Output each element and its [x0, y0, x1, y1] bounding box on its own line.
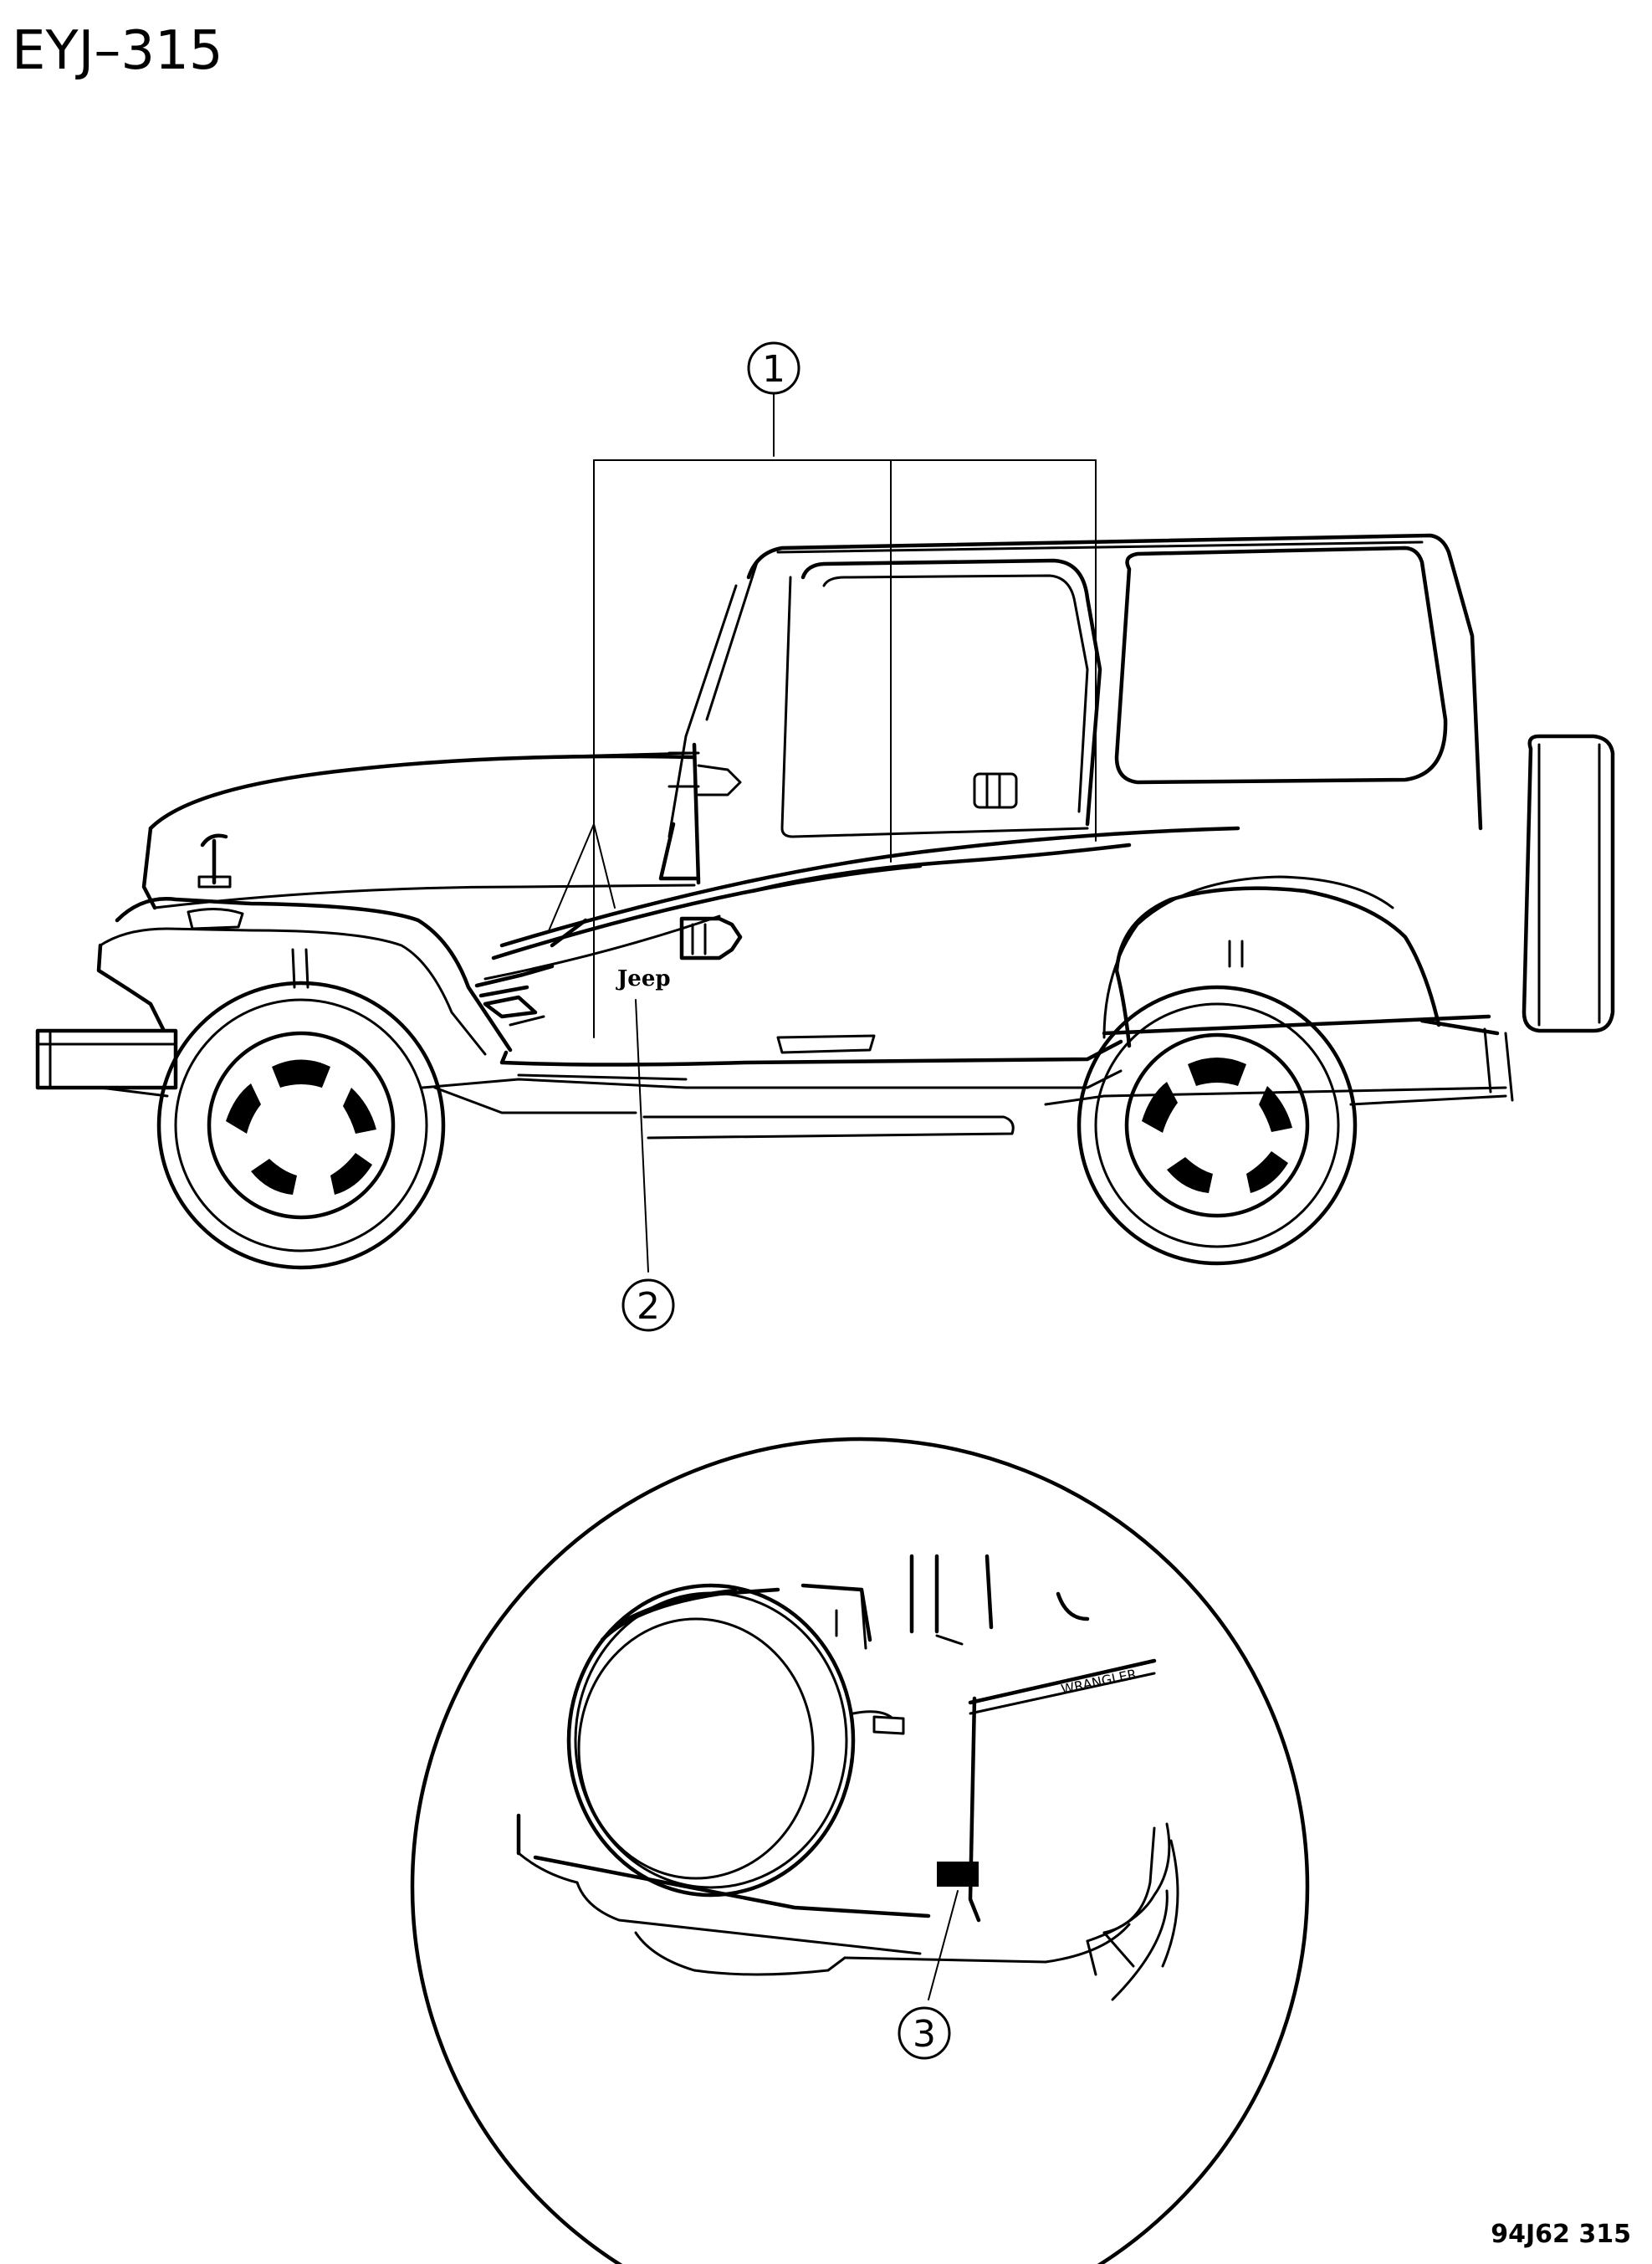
callout-3: 3: [898, 2006, 951, 2060]
svg-text:2: 2: [637, 1285, 660, 1328]
svg-text:1: 1: [762, 348, 785, 391]
diagram-code: EYJ–315: [12, 20, 223, 82]
detail-view-circle: [410, 1437, 1310, 2264]
callout-2-leader: [635, 999, 649, 1273]
callout-3-leader: [928, 1890, 959, 2000]
callout-1: 1: [747, 341, 800, 395]
rear-decal-patch: [937, 1862, 979, 1887]
rear-detail-view: [516, 1554, 1179, 2001]
figure-reference: 94J62 315: [1491, 2220, 1631, 2249]
callout-2: 2: [621, 1278, 675, 1332]
callout-1-leader: [547, 392, 1097, 1038]
jeep-side-view: [35, 533, 1615, 1270]
jeep-decal-text: Jeep: [616, 966, 671, 991]
wrangler-decal-text: WRANGLER: [1060, 1666, 1138, 1698]
svg-text:3: 3: [913, 2013, 936, 2056]
